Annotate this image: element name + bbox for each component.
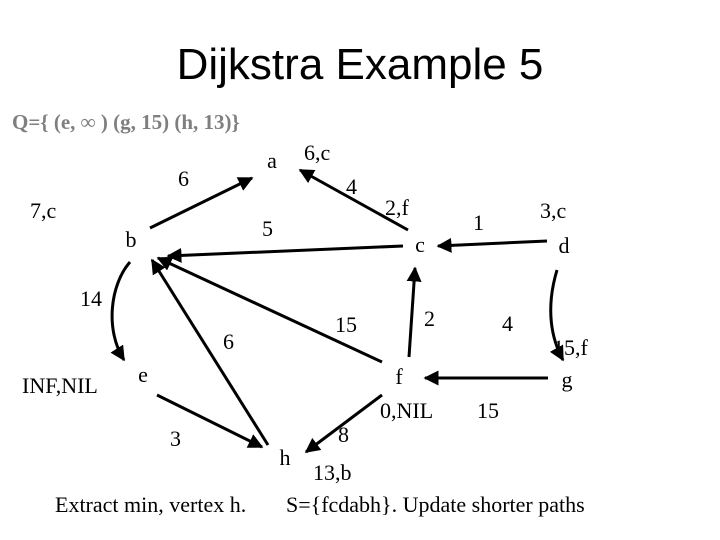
node-annotation-c: 2,f — [385, 195, 410, 220]
slide-title: Dijkstra Example 5 — [176, 40, 544, 89]
priority-queue: Q={ (e, ∞ ) (g, 15) (h, 13)} — [12, 110, 240, 134]
edge-weight-c-b: 5 — [262, 216, 273, 241]
edge-d-c — [436, 237, 548, 253]
edge-e-h — [156, 393, 264, 449]
edge-h-b — [150, 258, 270, 446]
edge-weight-d-g: 4 — [502, 311, 513, 336]
node-annotation-e: INF,NIL — [22, 373, 98, 398]
edge-b-e — [110, 261, 132, 362]
node-annotation-d: 3,c — [540, 198, 567, 223]
node-annotation-f: 0,NIL — [380, 398, 433, 423]
edge-f-h — [304, 393, 383, 454]
edge-weight-f-c: 2 — [424, 306, 435, 331]
node-h: h — [280, 445, 291, 470]
node-a: a — [267, 148, 277, 173]
edge-weight-c-a: 4 — [346, 174, 357, 199]
edge-weight-d-c: 1 — [473, 210, 484, 235]
node-f: f — [395, 364, 403, 389]
node-d: d — [559, 233, 570, 258]
edge-c-b — [166, 244, 404, 263]
node-annotation-h: 13,b — [313, 460, 352, 485]
edge-weight-b-e: 14 — [80, 286, 102, 311]
caption-extract: Extract min, vertex h. — [55, 492, 246, 517]
node-b: b — [126, 227, 137, 252]
node-c: c — [415, 232, 425, 257]
node-annotation-b: 7,c — [30, 198, 57, 223]
edge-b-a — [149, 176, 254, 230]
edge-f-c — [406, 266, 422, 358]
nodes: a b c d e f g h — [126, 148, 573, 470]
edges — [110, 168, 565, 454]
caption-set: S={fcdabh}. Update shorter paths — [286, 492, 585, 517]
node-g: g — [562, 367, 573, 392]
edge-weight-f-b: 15 — [335, 312, 357, 337]
edge-weight-e-h: 3 — [170, 426, 181, 451]
node-annotation-g: 15,f — [553, 335, 589, 360]
edge-weight-f-h: 8 — [338, 422, 349, 447]
node-annotation-a: 6,c — [304, 140, 331, 165]
edge-weight-b-a: 6 — [178, 166, 189, 191]
edge-c-a — [298, 168, 409, 232]
edge-weight-h-b: 6 — [223, 329, 234, 354]
node-e: e — [138, 362, 148, 387]
edge-weight-g-f: 15 — [477, 398, 499, 423]
edge-d-g — [549, 269, 565, 362]
edge-f-b — [156, 256, 383, 364]
edge-weights: 6 4 5 1 2 15 14 6 3 8 15 4 — [80, 166, 513, 451]
